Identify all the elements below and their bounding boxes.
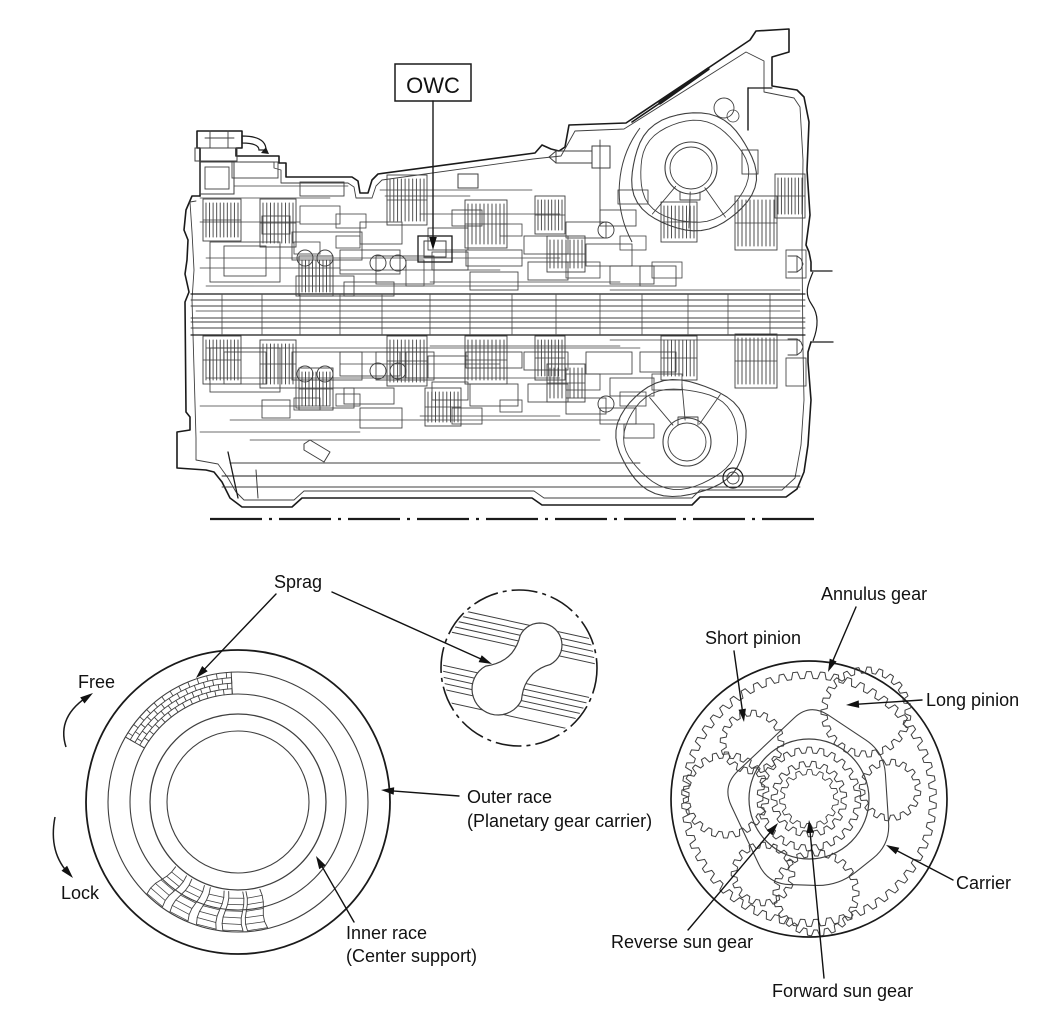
svg-text:Annulus gear: Annulus gear	[821, 584, 927, 604]
svg-text:(Center support): (Center support)	[346, 946, 477, 966]
svg-text:Lock: Lock	[61, 883, 100, 903]
svg-text:Short pinion: Short pinion	[705, 628, 801, 648]
svg-text:Inner race: Inner race	[346, 923, 427, 943]
svg-text:OWC: OWC	[406, 73, 460, 98]
svg-text:Forward sun gear: Forward sun gear	[772, 981, 913, 1001]
svg-text:Sprag: Sprag	[274, 572, 322, 592]
svg-text:(Planetary gear carrier): (Planetary gear carrier)	[467, 811, 652, 831]
svg-text:Long pinion: Long pinion	[926, 690, 1019, 710]
svg-text:Free: Free	[78, 672, 115, 692]
svg-text:Carrier: Carrier	[956, 873, 1011, 893]
svg-text:Outer race: Outer race	[467, 787, 552, 807]
svg-text:Reverse sun gear: Reverse sun gear	[611, 932, 753, 952]
